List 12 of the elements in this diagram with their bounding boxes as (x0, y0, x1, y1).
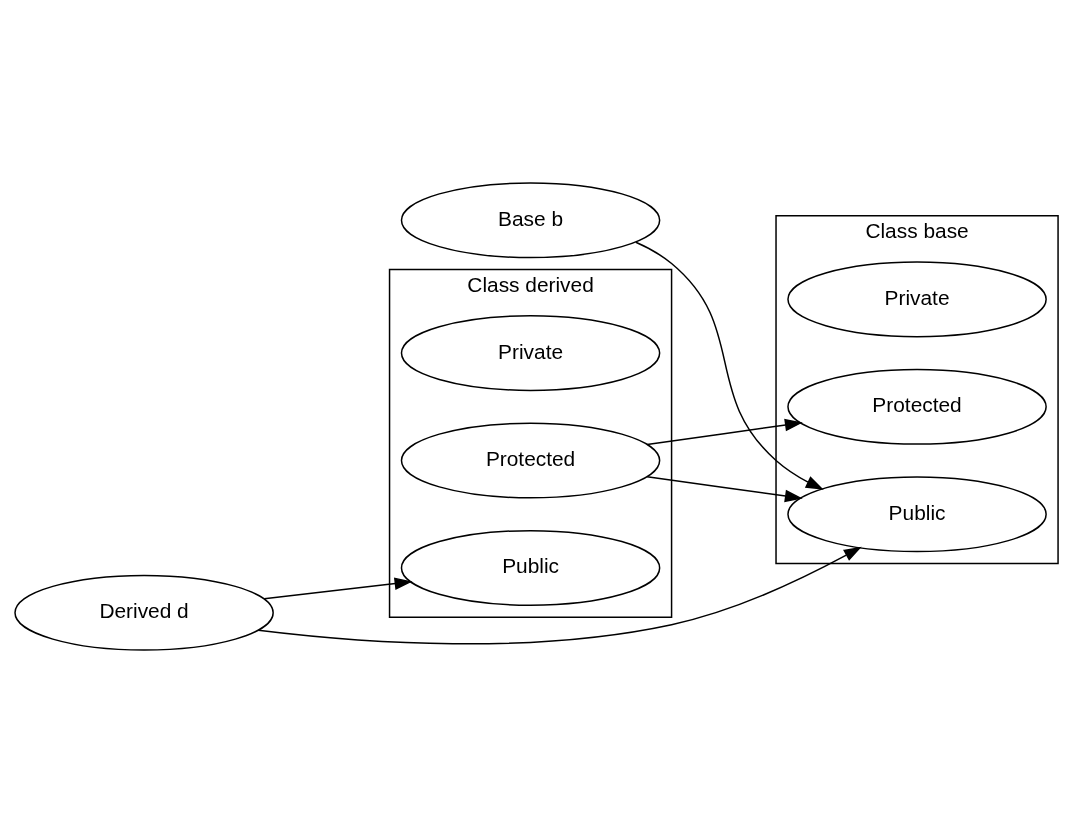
node-ellipse: Private (400, 315, 661, 392)
arrow (257, 546, 862, 645)
node-ellipse: Protected (787, 368, 1047, 445)
arrow (263, 577, 413, 600)
arrow (646, 418, 803, 446)
node-ellipse: Protected (400, 422, 661, 499)
arrow (646, 475, 803, 503)
node-ellipse: Public (400, 529, 661, 606)
node-ellipse: Base b (400, 182, 661, 259)
node-ellipse: Private (787, 261, 1047, 338)
node-ellipse: Derived d (14, 574, 274, 651)
arrow (635, 241, 824, 490)
